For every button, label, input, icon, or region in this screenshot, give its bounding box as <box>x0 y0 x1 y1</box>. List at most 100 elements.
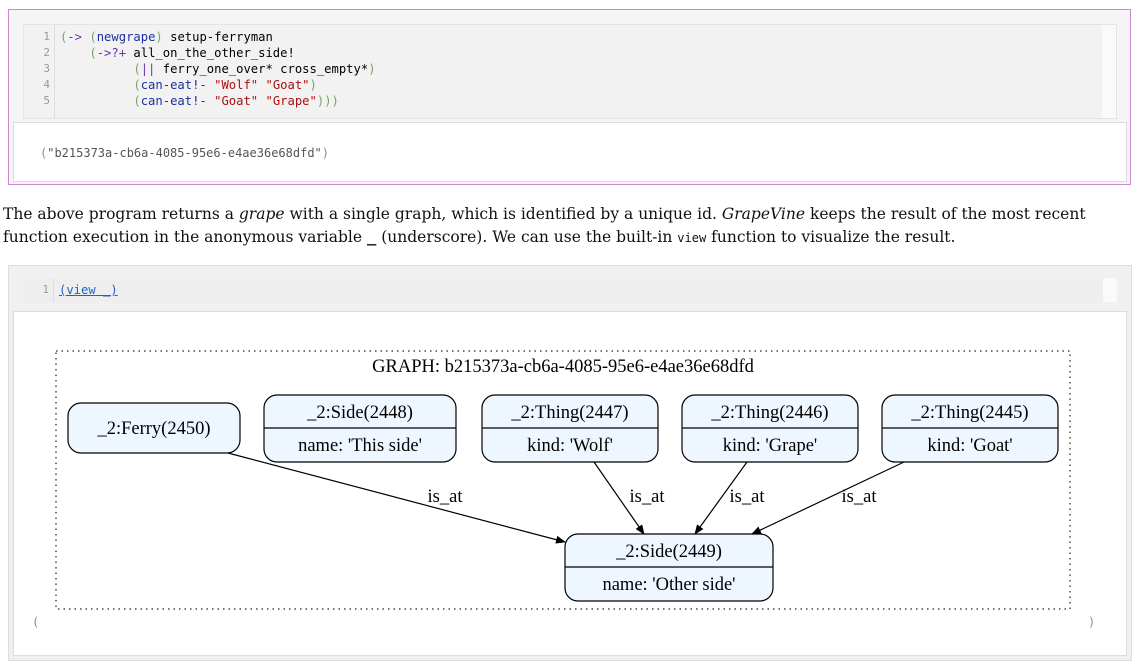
code-token: ( <box>133 62 141 76</box>
code-token: ) <box>368 62 376 76</box>
para-text-2: with a single graph, which is identified… <box>284 205 722 223</box>
line-number: 3 <box>43 62 50 75</box>
code-token: ( <box>89 30 97 44</box>
node-header: _2:Thing(2446) <box>710 403 828 423</box>
node-property: kind: 'Wolf' <box>527 436 613 456</box>
node-property: kind: 'Grape' <box>723 436 818 456</box>
node-header: _2:Thing(2447) <box>510 403 628 423</box>
line-number-gutter: 1 <box>23 278 54 302</box>
code-line-2[interactable]: (->?+ all_on_the_other_side! <box>60 45 295 61</box>
line-number: 4 <box>43 78 50 91</box>
node-header: _2:Side(2448) <box>306 403 413 423</box>
code-editor-2[interactable]: 1 (view _) <box>23 278 1117 302</box>
line-number: 1 <box>42 283 49 296</box>
code-token: ) <box>309 78 317 92</box>
graph-cluster-border <box>55 350 1071 610</box>
code-token <box>60 62 133 76</box>
view-fn-name: view <box>677 231 707 245</box>
node-thing2446[interactable]: _2:Thing(2446) kind: 'Grape' <box>681 394 859 463</box>
edge-label: is_at <box>842 487 878 507</box>
para-text-1: The above program returns a <box>3 205 239 223</box>
code-token: "Grape" <box>265 94 317 108</box>
output-id-string: "b215373a-cb6a-4085-95e6-e4ae36e68dfd" <box>47 146 322 160</box>
code-token: "Goat" <box>214 94 259 108</box>
node-side2448[interactable]: _2:Side(2448) name: 'This side' <box>263 394 457 463</box>
code-token <box>60 78 133 92</box>
code-token: ( <box>133 94 141 108</box>
code-cell-1[interactable]: 1 2 3 4 5 (-> (newgrape) setup-ferryman … <box>8 9 1131 185</box>
para-text-4: (underscore). We can use the built-in <box>376 228 678 246</box>
code-token <box>207 94 214 108</box>
code-token: "Goat" <box>265 78 310 92</box>
node-thing2447[interactable]: _2:Thing(2447) kind: 'Wolf' <box>481 394 659 463</box>
edge-label: is_at <box>630 487 666 507</box>
node-thing2445[interactable]: _2:Thing(2445) kind: 'Goat' <box>881 394 1059 463</box>
output-area-1: ("b215373a-cb6a-4085-95e6-e4ae36e68dfd") <box>13 122 1127 182</box>
edge-label: is_at <box>428 487 464 507</box>
graph-edges: is_at is_at is_at is_at <box>227 452 905 544</box>
para-text-5: function to visualize the result. <box>706 228 956 246</box>
underscore-arg-link[interactable]: _ <box>103 283 111 297</box>
output-value: ("b215373a-cb6a-4085-95e6-e4ae36e68dfd") <box>40 146 329 160</box>
code-token: -> <box>67 30 83 44</box>
code-line-3[interactable]: (|| ferry_one_over* cross_empty*) <box>60 61 376 77</box>
code-open-paren[interactable]: ( <box>59 283 67 297</box>
graph-visualization: GRAPH: b215373a-cb6a-4085-95e6-e4ae36e68… <box>55 350 1071 610</box>
node-ferry[interactable]: _2:Ferry(2450) <box>67 402 241 454</box>
output-close-paren: ) <box>321 146 330 160</box>
code-line-5[interactable]: (can-eat!- "Goat" "Grape"))) <box>60 93 339 109</box>
code-token: ( <box>89 46 97 60</box>
code-token: ferry_one_over* cross_empty* <box>155 62 369 76</box>
node-header: _2:Ferry(2450) <box>96 419 210 439</box>
graph-nodes: _2:Ferry(2450) _2:Side(2448) name: 'This s… <box>67 394 1059 602</box>
edge-thing2445-side2449 <box>751 461 905 535</box>
view-fn-link[interactable]: view <box>66 283 96 297</box>
code-token <box>60 46 89 60</box>
node-header: _2:Side(2449) <box>615 542 722 562</box>
line-number: 2 <box>43 46 50 59</box>
line-number: 5 <box>43 94 50 107</box>
edge-ferry-side2449 <box>227 452 566 544</box>
edge-label: is_at <box>730 487 766 507</box>
code-token: "Wolf" <box>214 78 259 92</box>
description-paragraph: The above program returns a grape with a… <box>3 203 1143 250</box>
code-token: ->?+ <box>96 46 127 60</box>
code-token: can-eat!- <box>140 78 207 92</box>
code-line-4[interactable]: (can-eat!- "Wolf" "Goat") <box>60 77 317 93</box>
code-token: can-eat!- <box>140 94 207 108</box>
code-token: ) <box>155 30 163 44</box>
code-token: || <box>140 62 156 76</box>
grapevine-term: GrapeVine <box>721 205 806 223</box>
output-open-paren: ( <box>40 146 48 160</box>
edge-thing2446-side2449 <box>694 461 748 535</box>
code-token: ))) <box>316 94 339 108</box>
node-property: name: 'This side' <box>298 436 422 456</box>
line-number: 1 <box>43 30 50 43</box>
code-token: all_on_the_other_side! <box>126 46 295 60</box>
line-number-gutter: 1 2 3 4 5 <box>24 25 55 118</box>
grape-term: grape <box>238 205 285 223</box>
node-side2449[interactable]: _2:Side(2449) name: 'Other side' <box>564 533 774 602</box>
output-close-paren: ) <box>1088 615 1096 629</box>
output-area-2: GRAPH: b215373a-cb6a-4085-95e6-e4ae36e68… <box>13 311 1127 656</box>
code-token: ( <box>60 30 68 44</box>
code-cell-2[interactable]: 1 (view _) GRAPH: b215373a-cb6a-4085-95e… <box>8 265 1132 661</box>
node-box <box>67 402 241 454</box>
code-line-1[interactable]: (-> (newgrape) setup-ferryman <box>60 29 273 45</box>
node-header: _2:Thing(2445) <box>910 403 1028 423</box>
edge-thing2447-side2449 <box>593 461 645 535</box>
code-token: newgrape <box>96 30 156 44</box>
code-close-paren[interactable]: ) <box>110 283 118 297</box>
editor-scrollbar[interactable] <box>1103 278 1117 302</box>
graph-title: GRAPH: b215373a-cb6a-4085-95e6-e4ae36e68… <box>372 357 754 377</box>
code-token: setup-ferryman <box>162 30 273 44</box>
code-editor-1[interactable]: 1 2 3 4 5 (-> (newgrape) setup-ferryman … <box>23 24 1117 119</box>
code-token <box>60 94 133 108</box>
node-property: name: 'Other side' <box>602 575 735 595</box>
code-line-view[interactable]: (view _) <box>59 282 118 298</box>
code-token: ( <box>133 78 141 92</box>
editor-scrollbar[interactable] <box>1102 25 1116 118</box>
underscore-var: _ <box>366 228 377 246</box>
node-property: kind: 'Goat' <box>927 436 1012 456</box>
para-text-3: keeps the result of the most recent func… <box>3 205 1086 246</box>
